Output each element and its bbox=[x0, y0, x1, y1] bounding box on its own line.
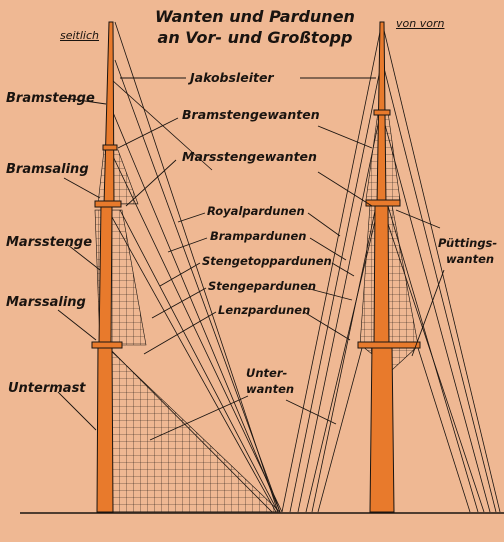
side-untermast bbox=[96, 344, 114, 513]
side-marssaling bbox=[91, 341, 123, 349]
front-top-band bbox=[373, 109, 391, 116]
front-marsstenge bbox=[373, 204, 390, 346]
label-jakobsleiter: Jakobsleiter bbox=[190, 70, 274, 85]
side-marsstenge bbox=[98, 204, 113, 346]
label-puettingswanten-2: wanten bbox=[446, 252, 495, 266]
side-bramsaling bbox=[94, 200, 122, 208]
label-unterwanten-1: Unter- bbox=[246, 366, 288, 380]
title-line-1: Wanten und Pardunen bbox=[155, 7, 355, 26]
label-stengepardunen: Stengepardunen bbox=[208, 279, 317, 293]
label-royalpardunen: Royalpardunen bbox=[207, 204, 305, 218]
view-label-side: seitlich bbox=[60, 29, 99, 42]
front-bramsaling bbox=[365, 199, 401, 207]
label-brampardunen: Brampardunen bbox=[210, 229, 307, 243]
label-untermast: Untermast bbox=[8, 381, 86, 396]
front-marssaling bbox=[357, 341, 421, 349]
label-lenzpardunen: Lenzpardunen bbox=[218, 303, 311, 317]
title-line-2: an Vor- und Großtopp bbox=[157, 28, 353, 47]
front-untermast bbox=[369, 344, 395, 513]
label-bramstenge: Bramstenge bbox=[6, 91, 95, 106]
label-marssaling: Marssaling bbox=[6, 295, 86, 310]
label-puettingswanten-1: Püttings- bbox=[438, 236, 498, 250]
front-view-mast bbox=[281, 21, 501, 513]
label-marsstengewanten: Marsstengewanten bbox=[182, 149, 317, 164]
side-view-mast bbox=[91, 21, 283, 513]
label-unterwanten-2: wanten bbox=[246, 382, 295, 396]
label-marsstenge: Marsstenge bbox=[6, 235, 93, 250]
label-stengetoppardunen: Stengetoppardunen bbox=[202, 254, 332, 268]
side-top-band bbox=[102, 144, 118, 151]
label-bramsaling: Bramsaling bbox=[6, 162, 89, 177]
side-bramstenge bbox=[103, 21, 115, 206]
label-bramstengewanten: Bramstengewanten bbox=[182, 107, 320, 122]
view-label-front: von vorn bbox=[396, 17, 445, 30]
